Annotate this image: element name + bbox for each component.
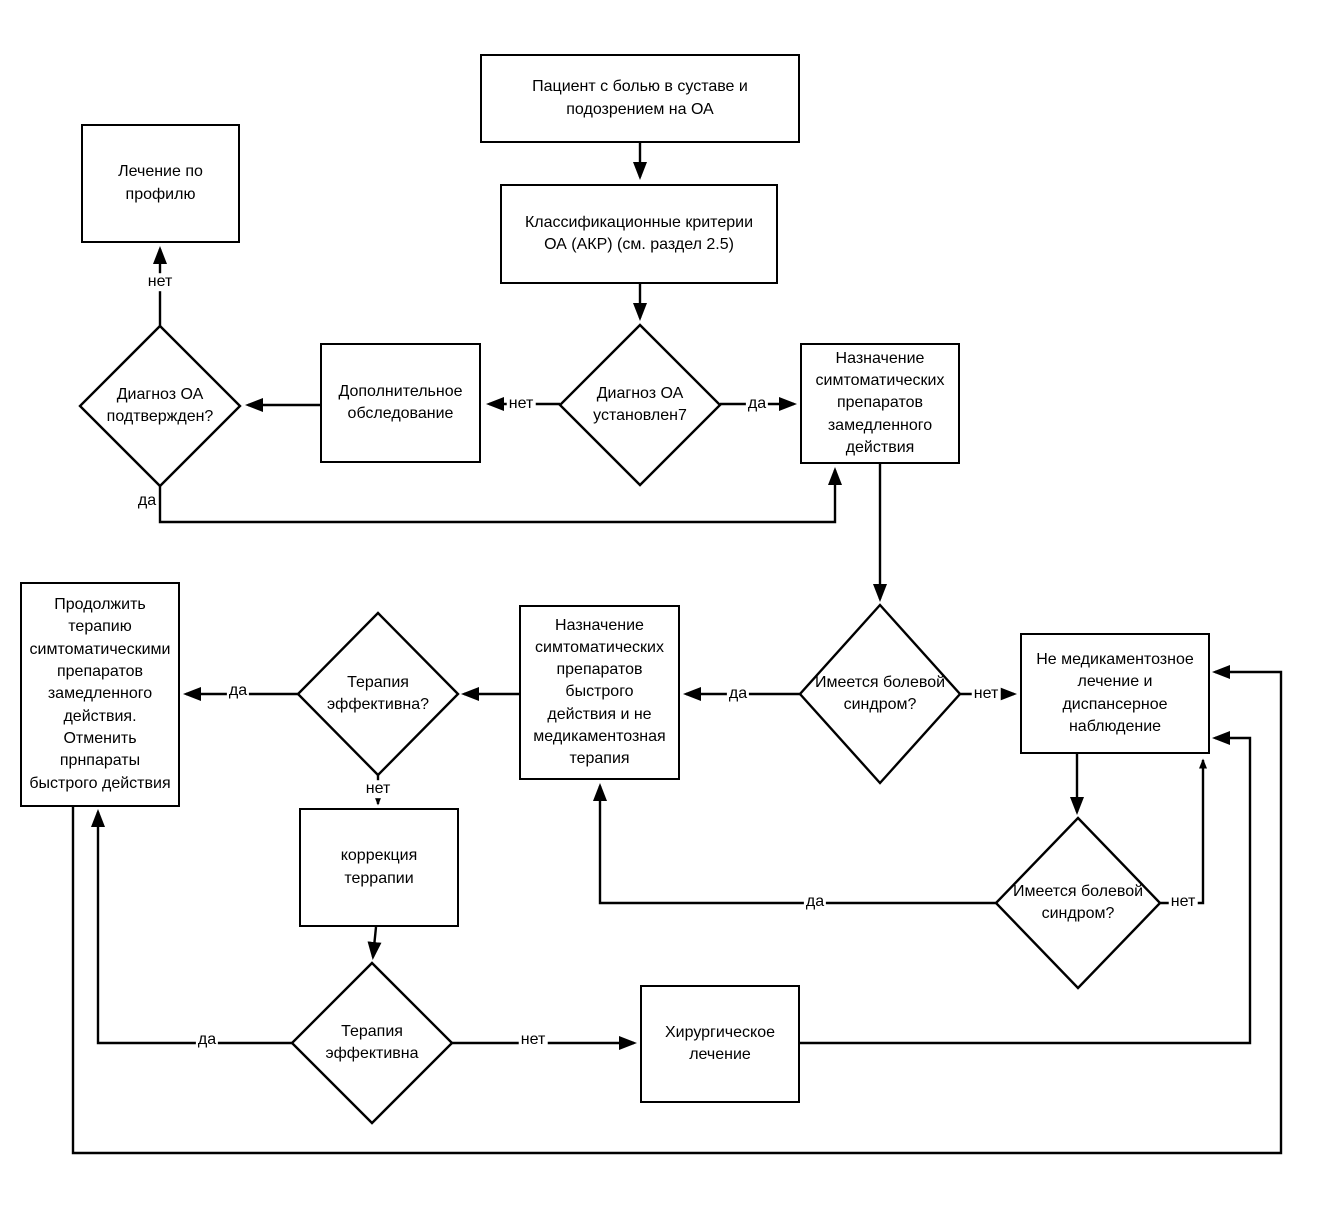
edge-label-effective1-no: нет [363,780,393,798]
node-fast-acting-drugs: Назначение симтоматических препаратов бы… [519,605,680,780]
decision-therapy-effective-2-shape [290,961,454,1125]
decision-diagnosis-established-shape [558,323,722,487]
decision-diagnosis-confirmed-shape [78,324,242,488]
node-classification-criteria: Классификационные критерии ОА (АКР) (см.… [500,184,778,284]
edge-label-effective1-yes: да [226,682,250,700]
decision-pain-syndrome-2-shape [994,816,1162,990]
edge-label-pain1-yes: да [726,685,750,703]
node-nonmed-treatment: Не медикаментозное лечение и диспансерно… [1020,633,1210,754]
edge-continue-loop-to-nonmed [71,665,1283,1155]
edge-confirmed-yes-to-slowdrugs [158,467,842,524]
edge-correction-to-effective2 [367,926,382,960]
edge-label-pain2-no: нет [1168,893,1198,911]
edge-surgery-loop-to-nonmed [800,731,1252,1045]
edge-label-confirmed-yes: да [135,492,159,510]
node-surgery: Хирургическое лечение [640,985,800,1103]
edge-pain2-yes-to-fastdrugs [593,783,996,905]
edge-label-pain2-yes: да [803,893,827,911]
edge-label-confirmed-no: нет [145,273,175,291]
decision-pain-syndrome-1-shape [798,603,962,785]
node-therapy-correction: коррекция террапии [299,808,459,927]
node-continue-therapy: Продолжить терапию симтоматическими преп… [20,582,180,807]
edge-label-effective2-no: нет [518,1031,548,1049]
node-profile-treatment: Лечение по профилю [81,124,240,243]
edge-pain2-no-to-nonmed [1160,758,1207,905]
node-slow-acting-drugs: Назначение симтоматических препаратов за… [800,343,960,464]
node-additional-exam: Дополнительное обследование [320,343,481,463]
edge-label-established-yes: да [745,395,769,413]
edge-label-pain1-no: нет [971,685,1001,703]
node-patient: Пациент с болью в суставе и подозрением … [480,54,800,143]
decision-therapy-effective-1-shape [296,611,460,777]
edge-label-established-no: нет [506,395,536,413]
edge-effective2-yes-to-continue [91,809,292,1045]
edge-label-effective2-yes: да [195,1031,219,1049]
